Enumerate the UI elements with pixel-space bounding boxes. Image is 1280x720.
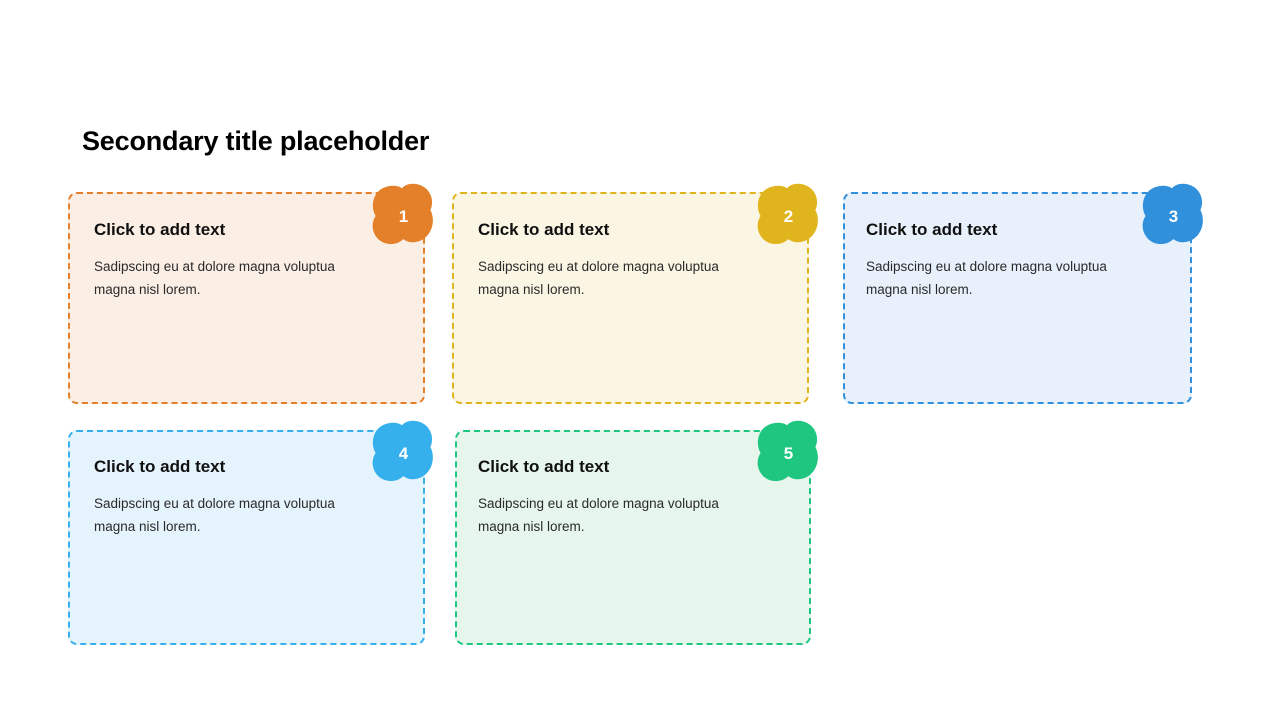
number-badge-4[interactable]: 4 xyxy=(369,419,435,487)
card-3-body[interactable]: Sadipscing eu at dolore magna voluptua m… xyxy=(866,259,1107,297)
content-card-3[interactable]: Click to add text Sadipscing eu at dolor… xyxy=(843,192,1192,404)
card-4-body[interactable]: Sadipscing eu at dolore magna voluptua m… xyxy=(94,496,335,534)
card-3-title[interactable]: Click to add text xyxy=(866,220,998,239)
card-5-content: Click to add text Sadipscing eu at dolor… xyxy=(457,432,809,643)
card-1-content: Click to add text Sadipscing eu at dolor… xyxy=(70,194,423,402)
card-5-body[interactable]: Sadipscing eu at dolore magna voluptua m… xyxy=(478,496,719,534)
content-card-5[interactable]: Click to add text Sadipscing eu at dolor… xyxy=(455,430,811,645)
blob-shape-icon xyxy=(372,183,433,245)
number-badge-5[interactable]: 5 xyxy=(754,419,820,487)
content-card-2[interactable]: Click to add text Sadipscing eu at dolor… xyxy=(452,192,809,404)
card-2-body[interactable]: Sadipscing eu at dolore magna voluptua m… xyxy=(478,259,719,297)
content-card-4[interactable]: Click to add text Sadipscing eu at dolor… xyxy=(68,430,425,645)
number-badge-1[interactable]: 1 xyxy=(369,182,435,250)
blob-shape-icon xyxy=(1142,183,1203,245)
card-3-content: Click to add text Sadipscing eu at dolor… xyxy=(845,194,1190,402)
number-badge-3[interactable]: 3 xyxy=(1139,182,1205,250)
content-card-1[interactable]: Click to add text Sadipscing eu at dolor… xyxy=(68,192,425,404)
card-4-title[interactable]: Click to add text xyxy=(94,457,226,476)
blob-shape-icon xyxy=(757,420,818,482)
card-1-body[interactable]: Sadipscing eu at dolore magna voluptua m… xyxy=(94,259,335,297)
card-5-title[interactable]: Click to add text xyxy=(478,457,610,476)
card-2-content: Click to add text Sadipscing eu at dolor… xyxy=(454,194,807,402)
card-2-title[interactable]: Click to add text xyxy=(478,220,610,239)
blob-shape-icon xyxy=(372,420,433,482)
number-badge-2[interactable]: 2 xyxy=(754,182,820,250)
card-1-title[interactable]: Click to add text xyxy=(94,220,226,239)
page-title: Secondary title placeholder xyxy=(82,126,430,156)
blob-shape-icon xyxy=(757,183,818,245)
card-4-content: Click to add text Sadipscing eu at dolor… xyxy=(70,432,423,643)
